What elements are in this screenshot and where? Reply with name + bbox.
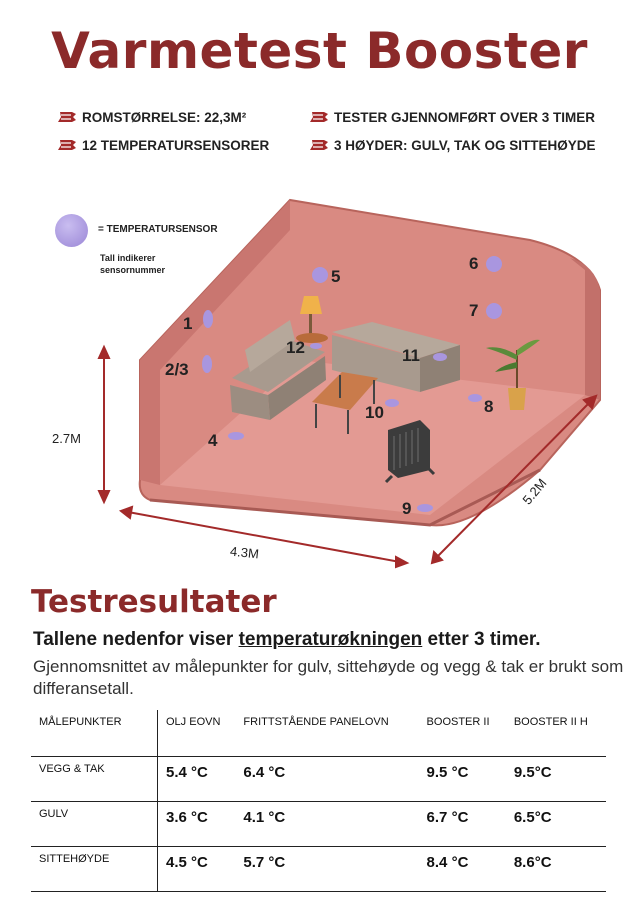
sofa-right bbox=[332, 322, 460, 392]
sensor-legend-icon bbox=[55, 214, 88, 247]
value-cell: 3.6 °C bbox=[157, 801, 236, 847]
sensor-dot bbox=[486, 303, 502, 319]
sensor-dot bbox=[486, 256, 502, 272]
value-cell: 6.4 °C bbox=[235, 756, 419, 802]
results-description: Gjennomsnittet av målepunkter for gulv, … bbox=[33, 657, 624, 698]
row-label: VEGG & TAK bbox=[31, 756, 158, 802]
value-cell: 6.7 °C bbox=[418, 801, 506, 847]
room-right-wall bbox=[570, 258, 600, 400]
brand-logo-icon bbox=[310, 140, 328, 150]
value-cell: 9.5 °C bbox=[418, 756, 506, 802]
table-header-row: MÅLEPUNKTER OLJ EOVN FRITTSTÅENDE PANELO… bbox=[31, 710, 606, 757]
sensor-dot bbox=[312, 267, 328, 283]
sensor-dot bbox=[468, 394, 482, 402]
row-label: GULV bbox=[31, 801, 158, 847]
table-row: VEGG & TAK 5.4 °C 6.4 °C 9.5 °C 9.5°C bbox=[31, 756, 606, 802]
sensor-label: 1 bbox=[183, 314, 193, 333]
results-heading: Testresultater bbox=[31, 584, 277, 620]
fact-duration: TESTER GJENNOMFØRT OVER 3 TIMER bbox=[310, 110, 595, 125]
coffee-table bbox=[312, 372, 378, 434]
brand-logo-icon bbox=[58, 140, 76, 150]
height-label: 2.7M bbox=[52, 431, 81, 446]
value-cell: 5.7 °C bbox=[235, 846, 419, 892]
results-table: MÅLEPUNKTER OLJ EOVN FRITTSTÅENDE PANELO… bbox=[31, 710, 606, 892]
table-row: GULV 3.6 °C 4.1 °C 6.7 °C 6.5°C bbox=[31, 801, 606, 847]
results-lead: Tallene nedenfor viser temperaturøkninge… bbox=[33, 629, 541, 650]
panel-heater bbox=[384, 420, 436, 484]
sensor-label: 5 bbox=[331, 267, 341, 286]
sensor-dot bbox=[385, 399, 399, 407]
value-cell: 6.5°C bbox=[505, 801, 606, 847]
column-header: FRITTSTÅENDE PANELOVN bbox=[235, 710, 419, 757]
value-cell: 4.1 °C bbox=[235, 801, 419, 847]
legend-note: Tall indikerer sensornummer bbox=[100, 253, 166, 275]
width-arrow bbox=[127, 511, 401, 563]
column-header: OLJ EOVN bbox=[157, 710, 236, 757]
table-row: SITTEHØYDE 4.5 °C 5.7 °C 8.4 °C 8.6°C bbox=[31, 846, 606, 892]
sensor-label: 4 bbox=[208, 431, 218, 450]
fact-sensor-count: 12 TEMPERATURSENSORER bbox=[58, 138, 269, 153]
value-cell: 8.6°C bbox=[505, 846, 606, 892]
sensor-dot bbox=[228, 432, 244, 440]
sensor-label: 2/3 bbox=[165, 360, 189, 379]
sensor-label: 7 bbox=[469, 301, 479, 320]
column-header: BOOSTER II H bbox=[505, 710, 606, 757]
sensor-dot bbox=[203, 310, 213, 328]
fact-room-size: ROMSTØRRELSE: 22,3M² bbox=[58, 110, 246, 125]
page-title: Varmetest Booster bbox=[51, 22, 588, 80]
fact-heights: 3 HØYDER: GULV, TAK OG SITTEHØYDE bbox=[310, 138, 596, 153]
sensor-dot bbox=[310, 343, 322, 349]
brand-logo-icon bbox=[58, 112, 76, 122]
column-header: BOOSTER II bbox=[418, 710, 506, 757]
plant bbox=[486, 339, 540, 410]
sensor-label: 9 bbox=[402, 499, 412, 518]
sensor-label: 10 bbox=[365, 403, 384, 422]
brand-logo-icon bbox=[310, 112, 328, 122]
sensor-dot bbox=[417, 504, 433, 512]
row-label: SITTEHØYDE bbox=[31, 846, 158, 892]
room-left-wall bbox=[140, 200, 290, 485]
value-cell: 5.4 °C bbox=[157, 756, 236, 802]
depth-arrow bbox=[437, 401, 591, 557]
sensor-label: 6 bbox=[469, 254, 479, 273]
sensor-label: 11 bbox=[402, 346, 420, 365]
sensor-dot bbox=[202, 355, 212, 373]
column-header: MÅLEPUNKTER bbox=[31, 710, 158, 757]
sensor-dot bbox=[433, 353, 447, 361]
sensor-label: 8 bbox=[484, 397, 494, 416]
value-cell: 4.5 °C bbox=[157, 846, 236, 892]
value-cell: 9.5°C bbox=[505, 756, 606, 802]
width-label: 4.3M bbox=[229, 543, 260, 562]
room-illustration bbox=[97, 198, 601, 569]
floor-lamp bbox=[296, 296, 328, 343]
value-cell: 8.4 °C bbox=[418, 846, 506, 892]
legend-label: = TEMPERATURSENSOR bbox=[98, 224, 218, 235]
sensor-label: 12 bbox=[286, 338, 305, 357]
sofa-left bbox=[230, 320, 326, 420]
